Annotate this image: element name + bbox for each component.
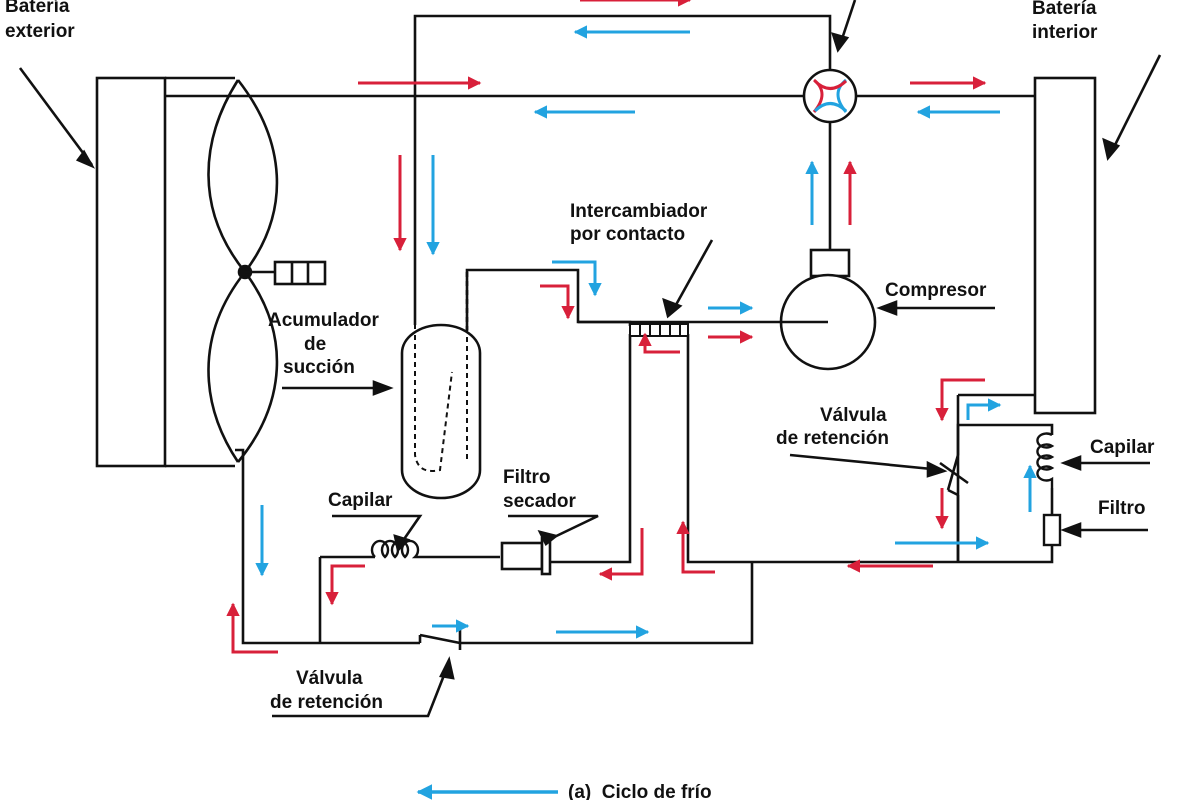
label-intercambiador-2: por contacto (570, 224, 685, 245)
accumulator-icon (400, 292, 482, 500)
label-valvula-bottom-1: Válvula (296, 668, 363, 689)
legend-label: (a) Ciclo de frío (568, 782, 712, 800)
indoor-coil (1033, 76, 1097, 415)
label-acumulador-2: de (304, 334, 326, 355)
label-bateria-interior-2: interior (1032, 22, 1098, 43)
filter-dryer-icon (500, 536, 552, 576)
label-compresor: Compresor (885, 280, 987, 301)
filter-right-icon (1042, 513, 1062, 547)
label-capilar-left: Capilar (328, 490, 393, 511)
label-intercambiador-1: Intercambiador (570, 201, 708, 222)
label-bateria-exterior-2: exterior (5, 21, 75, 42)
leader-lines (18, 0, 1162, 718)
label-acumulador-3: succión (283, 357, 355, 378)
label-filtro-right: Filtro (1098, 498, 1146, 519)
flow-arrows-red (226, 0, 987, 654)
label-bateria-interior-1: Batería (1032, 0, 1097, 19)
label-valvula-right-2: de retención (776, 428, 889, 449)
check-valve-right-icon (939, 454, 969, 497)
capillary-right-icon (1036, 432, 1055, 488)
label-filtro-secador-2: secador (503, 491, 576, 512)
heat-exchanger-icon (629, 323, 689, 337)
label-acumulador-1: Acumulador (268, 310, 379, 331)
label-capilar-right: Capilar (1090, 437, 1155, 458)
label-filtro-secador-1: Filtro (503, 467, 551, 488)
outdoor-coil (95, 76, 235, 468)
label-bateria-exterior-1: Batería (5, 0, 70, 17)
four-way-valve-icon (802, 68, 858, 124)
label-valvula-bottom-2: de retención (270, 692, 383, 713)
label-valvula-right-1: Válvula (820, 405, 887, 426)
check-valve-bottom-icon (418, 625, 462, 650)
fan-icon (207, 79, 327, 463)
flow-arrows-blue (255, 25, 1037, 639)
